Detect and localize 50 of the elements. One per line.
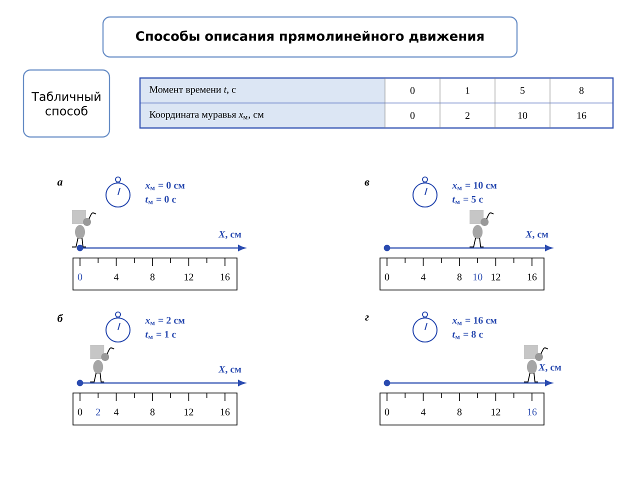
tick-label: 8 xyxy=(457,274,462,280)
tick-label: 0 xyxy=(384,408,390,416)
tick-label: 12 xyxy=(184,408,194,416)
table-cell: 0 xyxy=(410,87,415,94)
time-value: t$_{м}$ = 8 с xyxy=(452,330,483,340)
coordinate-value: x$_{м}$ = 16 см xyxy=(452,316,497,326)
tick-label: 2 xyxy=(96,408,100,416)
axis-label: X, см xyxy=(538,364,562,372)
time-value: t$_{м}$ = 0 с xyxy=(146,196,176,204)
table-cell: 16 xyxy=(577,112,586,119)
tick-label: 16 xyxy=(220,408,230,416)
tick-label: 4 xyxy=(114,274,119,280)
tick-label: 16 xyxy=(528,408,537,416)
table-cell: 1 xyxy=(466,87,470,94)
tick-label: 8 xyxy=(457,408,462,416)
time-value: t$_{м}$ = 1 с xyxy=(146,330,176,340)
table-cell: 0 xyxy=(410,112,415,119)
coordinate-value: x$_{м}$ = 0 см xyxy=(145,182,185,190)
table-cell: 5 xyxy=(520,87,525,94)
coordinate-value: x$_{м}$ = 10 см xyxy=(452,182,497,190)
tick-label: 16 xyxy=(528,274,537,280)
table-cell: 8 xyxy=(579,87,584,94)
table-cell: 10 xyxy=(518,112,528,119)
axis-label: X, см xyxy=(218,366,242,374)
tick-label: 10 xyxy=(473,274,482,280)
table-cell: 2 xyxy=(465,112,470,119)
tick-label: 12 xyxy=(492,408,500,416)
axis-label: X, см xyxy=(525,230,548,240)
method-box: Табличный способ xyxy=(22,69,110,138)
panel-letter: г xyxy=(365,315,369,321)
table-cell: Момент времени t, с xyxy=(149,86,236,95)
tick-label: 0 xyxy=(78,274,82,280)
tick-label: 0 xyxy=(78,408,82,416)
tick-label: 12 xyxy=(184,274,194,280)
time-value: t$_{м}$ = 5 с xyxy=(452,196,483,204)
table-cell: Координата муравья x$_{м}$, см xyxy=(149,111,264,120)
panel-letter: в xyxy=(364,180,370,186)
tick-label: 8 xyxy=(150,274,155,280)
tick-label: 4 xyxy=(420,274,426,280)
axis-label: X, см xyxy=(218,230,242,240)
tick-label: 16 xyxy=(220,274,230,280)
tick-label: 4 xyxy=(420,408,426,416)
tick-label: 8 xyxy=(150,408,155,416)
title-box: Способы описания прямолинейного движения xyxy=(102,16,518,58)
tick-label: 12 xyxy=(492,274,500,280)
tick-label: 0 xyxy=(384,274,390,280)
tick-label: 4 xyxy=(114,408,119,416)
panel-letter: а xyxy=(57,180,62,186)
coordinate-value: x$_{м}$ = 2 см xyxy=(145,316,185,326)
panel-letter: б xyxy=(58,314,64,322)
